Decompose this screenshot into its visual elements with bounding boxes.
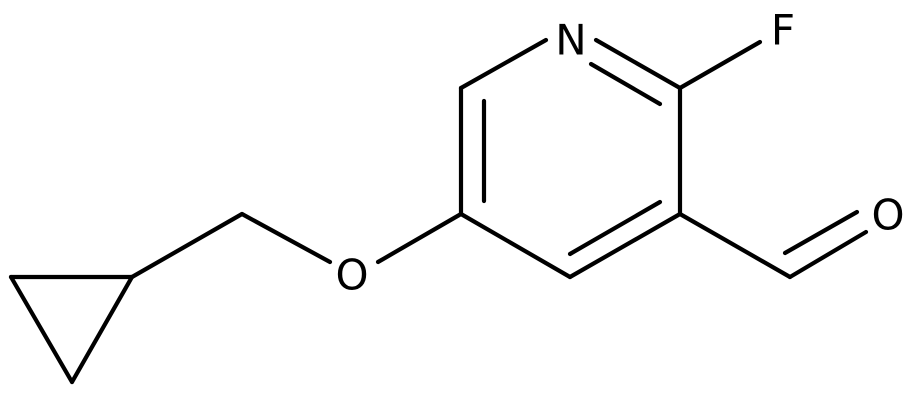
bond-cho-o-inner: [782, 209, 860, 256]
bond-c3-cho: [677, 211, 793, 280]
bond-c3-c4: [567, 211, 683, 280]
bond-c6-n: [458, 37, 549, 91]
atom-label-aldehyde-oxygen: O: [871, 191, 904, 240]
bond-o-ch2: [239, 211, 333, 265]
bond-cp-3: [69, 274, 135, 385]
bond-n-c2-inner: [588, 61, 663, 107]
bond-c2-f: [677, 39, 763, 91]
bond-ch2-cp: [129, 211, 245, 280]
bond-c5-o: [375, 211, 464, 265]
atom-label-ether-oxygen: O: [335, 251, 368, 300]
bond-n-c2: [593, 37, 683, 91]
atom-label-nitrogen: N: [555, 16, 586, 65]
atom-label-fluorine: F: [771, 6, 795, 55]
bond-cp-2: [8, 274, 75, 385]
bond-c3-c4-inner: [567, 199, 663, 257]
bond-c4-c5: [458, 211, 573, 280]
bond-cho-o: [787, 229, 869, 280]
